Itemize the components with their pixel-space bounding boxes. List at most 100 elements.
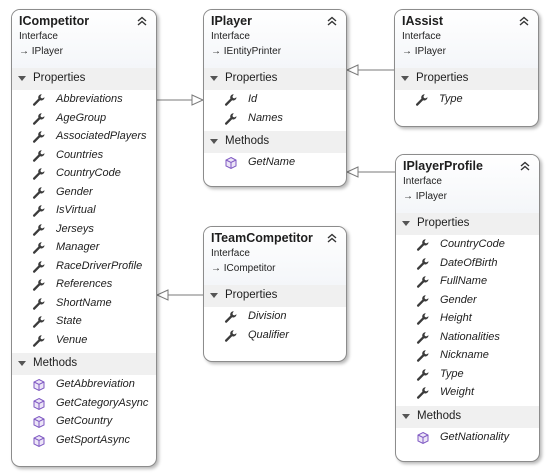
property-item[interactable]: RaceDriverProfile bbox=[12, 258, 156, 277]
wrench-icon bbox=[224, 112, 238, 126]
wrench-icon bbox=[224, 310, 238, 324]
property-item[interactable]: DateOfBirth bbox=[396, 255, 539, 274]
property-item[interactable]: Manager bbox=[12, 239, 156, 258]
method-item[interactable]: GetCategoryAsync bbox=[12, 395, 156, 414]
wrench-icon bbox=[416, 294, 430, 308]
member-name: Type bbox=[440, 367, 464, 380]
wrench-icon bbox=[32, 297, 46, 311]
property-item[interactable]: AssociatedPlayers bbox=[12, 128, 156, 147]
section-header-properties[interactable]: Properties bbox=[396, 213, 539, 235]
wrench-icon bbox=[32, 241, 46, 255]
class-name: IAssist bbox=[402, 14, 443, 28]
property-item[interactable]: Nationalities bbox=[396, 329, 539, 348]
section-header-properties[interactable]: Properties bbox=[204, 68, 346, 90]
property-item[interactable]: Gender bbox=[12, 184, 156, 203]
method-item[interactable]: GetNationality bbox=[396, 429, 539, 448]
wrench-icon bbox=[32, 112, 46, 126]
property-item[interactable]: Abbreviations bbox=[12, 91, 156, 110]
property-item[interactable]: Height bbox=[396, 310, 539, 329]
class-inherits: → IEntityPrinter bbox=[211, 46, 281, 57]
property-item[interactable]: ShortName bbox=[12, 295, 156, 314]
property-item[interactable]: Type bbox=[395, 91, 538, 110]
inherits-name: IPlayer bbox=[31, 46, 63, 57]
property-item[interactable]: Gender bbox=[396, 292, 539, 311]
section-header-methods[interactable]: Methods bbox=[204, 131, 346, 153]
member-name: Jerseys bbox=[56, 222, 94, 235]
member-name: Division bbox=[248, 310, 287, 322]
section-header-properties[interactable]: Properties bbox=[12, 68, 156, 90]
collapse-triangle-icon[interactable] bbox=[210, 293, 218, 298]
wrench-icon bbox=[32, 223, 46, 237]
inherits-arrow-icon: → bbox=[403, 191, 413, 202]
property-item[interactable]: References bbox=[12, 276, 156, 295]
wrench-icon bbox=[416, 349, 430, 363]
method-item[interactable]: GetName bbox=[204, 154, 346, 173]
collapse-triangle-icon[interactable] bbox=[18, 76, 26, 81]
property-item[interactable]: Division bbox=[204, 308, 346, 327]
section-header-methods[interactable]: Methods bbox=[12, 353, 156, 375]
wrench-icon bbox=[416, 386, 430, 400]
cube-icon bbox=[32, 397, 46, 411]
class-inherits: → IPlayer bbox=[402, 46, 446, 57]
collapse-triangle-icon[interactable] bbox=[401, 76, 409, 81]
property-item[interactable]: Id bbox=[204, 91, 346, 110]
class-name: IPlayer bbox=[211, 14, 253, 28]
member-name: FullName bbox=[440, 275, 488, 287]
property-item[interactable]: Weight bbox=[396, 384, 539, 403]
collapse-chevrons-icon[interactable] bbox=[136, 14, 148, 26]
property-item[interactable]: Jerseys bbox=[12, 221, 156, 240]
wrench-icon bbox=[32, 334, 46, 348]
property-item[interactable]: IsVirtual bbox=[12, 202, 156, 221]
property-item[interactable]: Nickname bbox=[396, 347, 539, 366]
section-header-methods[interactable]: Methods bbox=[396, 405, 539, 428]
cube-icon bbox=[32, 434, 46, 448]
section-header-properties[interactable]: Properties bbox=[204, 285, 346, 307]
member-name: Gender bbox=[440, 293, 477, 306]
class-stereotype: Interface bbox=[402, 31, 441, 42]
property-item[interactable]: CountryCode bbox=[396, 236, 539, 255]
member-name: Height bbox=[440, 312, 472, 324]
cube-icon bbox=[416, 431, 430, 445]
property-item[interactable]: Names bbox=[204, 110, 346, 129]
collapse-triangle-icon[interactable] bbox=[210, 76, 218, 81]
wrench-icon bbox=[32, 149, 46, 163]
method-item[interactable]: GetCountry bbox=[12, 413, 156, 432]
wrench-icon bbox=[32, 167, 46, 181]
property-item[interactable]: Qualifier bbox=[204, 327, 346, 346]
collapse-chevrons-icon[interactable] bbox=[519, 159, 531, 171]
property-item[interactable]: State bbox=[12, 313, 156, 332]
class-name: ICompetitor bbox=[19, 14, 90, 28]
member-name: Abbreviations bbox=[56, 93, 123, 105]
property-item[interactable]: AgeGroup bbox=[12, 110, 156, 129]
collapse-triangle-icon[interactable] bbox=[402, 413, 410, 419]
inherits-name: IPlayer bbox=[415, 191, 447, 202]
collapse-triangle-icon[interactable] bbox=[210, 139, 218, 144]
method-item[interactable]: GetSportAsync bbox=[12, 432, 156, 451]
collapse-chevrons-icon[interactable] bbox=[326, 14, 338, 26]
property-item[interactable]: Countries bbox=[12, 147, 156, 166]
collapse-triangle-icon[interactable] bbox=[18, 361, 26, 366]
collapse-chevrons-icon[interactable] bbox=[518, 14, 530, 26]
method-item[interactable]: GetAbbreviation bbox=[12, 376, 156, 395]
member-name: References bbox=[56, 278, 113, 290]
wrench-icon bbox=[416, 238, 430, 252]
member-name: AssociatedPlayers bbox=[56, 130, 147, 142]
collapse-triangle-icon[interactable] bbox=[402, 221, 410, 226]
section-header-properties[interactable]: Properties bbox=[395, 68, 538, 90]
property-item[interactable]: Type bbox=[396, 366, 539, 385]
property-item[interactable]: FullName bbox=[396, 273, 539, 292]
property-item[interactable]: Venue bbox=[12, 332, 156, 351]
wrench-icon bbox=[32, 204, 46, 218]
class-inherits: → IPlayer bbox=[403, 191, 447, 202]
property-item[interactable]: CountryCode bbox=[12, 165, 156, 184]
collapse-chevrons-icon[interactable] bbox=[326, 231, 338, 243]
wrench-icon bbox=[32, 260, 46, 274]
